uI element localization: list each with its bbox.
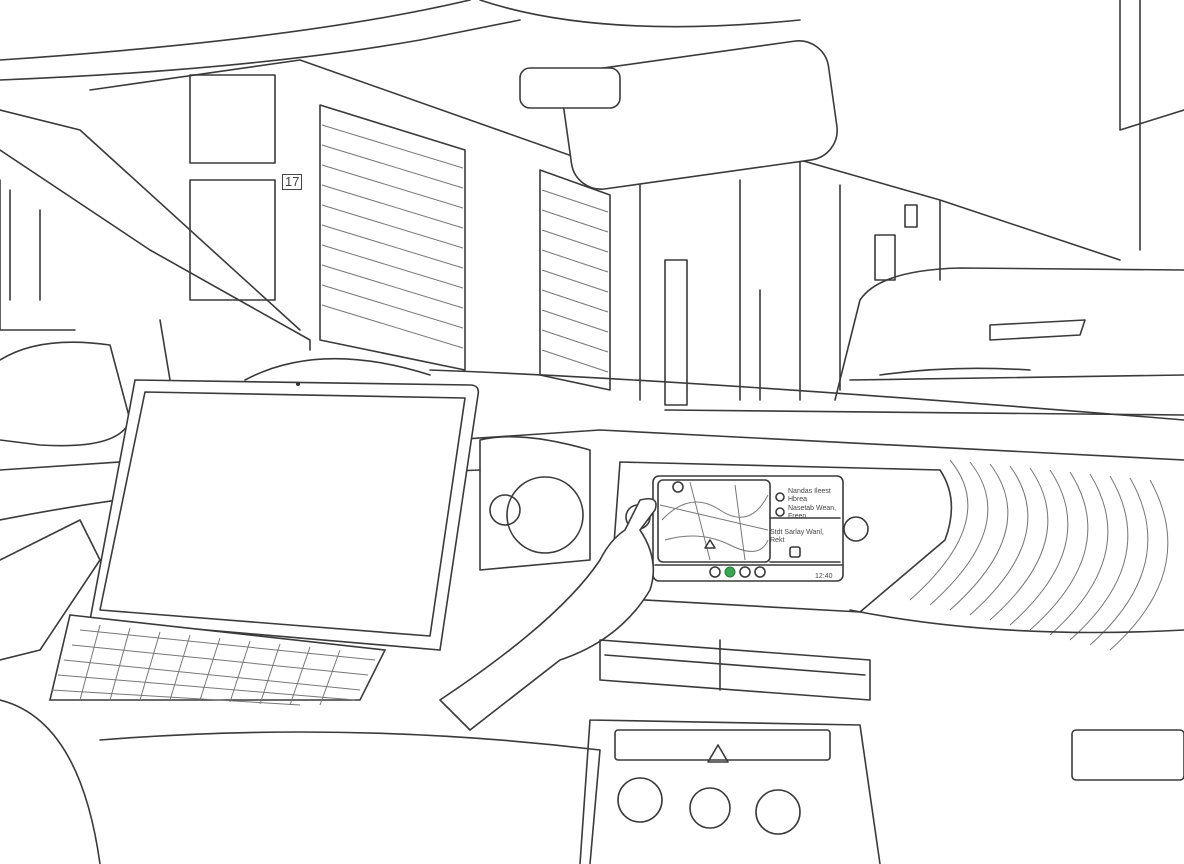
rolling-shutter-1 bbox=[321, 124, 464, 349]
phone-icon[interactable] bbox=[709, 566, 721, 578]
list-item[interactable]: Nandas Ileest Hbrea bbox=[788, 488, 831, 504]
list-item[interactable]: Stdt Sarlay Wanl, Rekt bbox=[770, 529, 824, 545]
warning-icon bbox=[704, 539, 716, 549]
map-view[interactable] bbox=[657, 479, 771, 563]
list-item-subtitle: Hbrea bbox=[788, 496, 808, 503]
button-row[interactable] bbox=[614, 729, 831, 761]
list-item[interactable]: Nasetab Wean, Freen bbox=[788, 505, 836, 521]
play-button[interactable] bbox=[789, 546, 801, 558]
list-item-subtitle: Freen bbox=[788, 513, 807, 520]
call-accept-icon[interactable] bbox=[724, 566, 736, 578]
hand bbox=[438, 497, 657, 732]
status-time: 12:40 bbox=[815, 573, 833, 580]
building-number: 17 bbox=[282, 174, 303, 190]
dashcam bbox=[519, 67, 621, 109]
list-item-title: Nasetab Wean, bbox=[788, 505, 837, 512]
media-icon[interactable] bbox=[739, 566, 751, 578]
temp-knob-right[interactable] bbox=[755, 789, 801, 835]
keyboard-keys bbox=[51, 624, 376, 706]
list-item-title: Nandas Ileest bbox=[788, 488, 831, 495]
webcam bbox=[296, 382, 300, 386]
laptop-screen[interactable] bbox=[89, 379, 480, 651]
dash-trim-lines bbox=[909, 459, 1169, 651]
settings-icon[interactable] bbox=[754, 566, 766, 578]
list-item-subtitle: Rekt bbox=[770, 537, 785, 544]
fan-knob[interactable] bbox=[689, 787, 731, 829]
nav-icon bbox=[775, 507, 785, 517]
hazard-button[interactable] bbox=[707, 744, 729, 763]
list-item-title: Stdt Sarlay Wanl, bbox=[770, 529, 824, 536]
temp-knob-left[interactable] bbox=[617, 777, 663, 823]
nav-icon bbox=[775, 492, 785, 502]
laptop-keyboard[interactable] bbox=[48, 614, 387, 701]
compass-icon[interactable] bbox=[672, 481, 684, 493]
